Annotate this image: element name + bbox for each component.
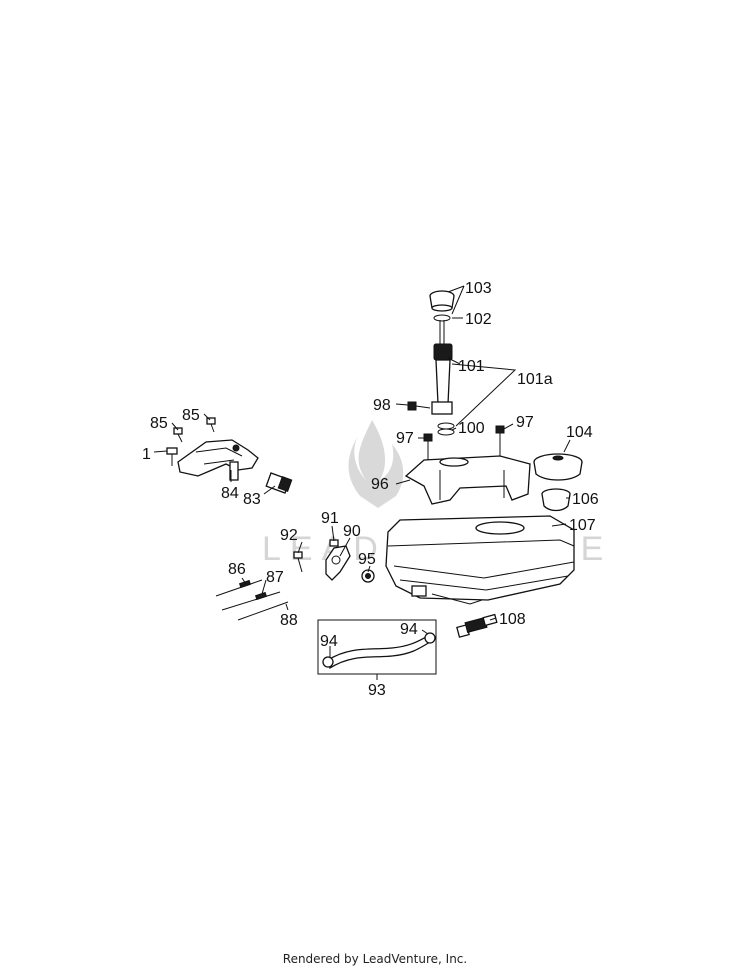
- throttle-control-assembly: [166, 417, 293, 494]
- fuel-strainer-part-106: [541, 488, 571, 512]
- label-part-92: 92: [280, 527, 298, 544]
- label-part-94-a: 94: [320, 633, 338, 650]
- label-part-101a: 101a: [517, 371, 553, 388]
- control-bracket-part-84: [177, 439, 259, 477]
- label-part-97-b: 97: [516, 414, 534, 431]
- screw-part-85-a: [173, 427, 183, 443]
- o-ring-part-102: [433, 314, 451, 322]
- flame-watermark-icon: [348, 420, 404, 508]
- governor-lever-assembly: [293, 539, 375, 583]
- fuel-tank-part-107: [385, 515, 575, 605]
- label-part-95: 95: [358, 551, 376, 568]
- label-part-83: 83: [243, 491, 261, 508]
- leader-lines: [153, 285, 571, 680]
- label-part-107: 107: [569, 517, 596, 534]
- label-part-97-a: 97: [396, 430, 414, 447]
- part-labels: 1 85 85 84 83 86 87 88 92 91 90 95 94 94…: [142, 280, 599, 699]
- label-part-84: 84: [221, 485, 239, 502]
- fuel-hose-assembly: [317, 619, 437, 675]
- label-part-90: 90: [343, 523, 361, 540]
- lever-part-90: [325, 545, 351, 581]
- hose-clamp-part-94-a: [322, 656, 334, 668]
- label-part-98: 98: [373, 397, 391, 414]
- fuel-valve-part-108: [456, 613, 498, 638]
- fill-tube-part-101: [435, 359, 451, 405]
- bolt-part-97-b: [495, 425, 505, 458]
- label-part-94-b: 94: [400, 621, 418, 638]
- gasket-part-100: [437, 422, 455, 430]
- label-part-96: 96: [371, 476, 389, 493]
- screw-part-85-b: [206, 417, 216, 433]
- label-part-108: 108: [499, 611, 526, 628]
- label-part-91: 91: [321, 510, 339, 527]
- fuel-hose-part-93: [327, 635, 431, 670]
- bolt-part-1: [166, 447, 178, 466]
- label-part-102: 102: [465, 311, 492, 328]
- label-part-106: 106: [572, 491, 599, 508]
- hose-clamp-part-94-b: [424, 632, 436, 644]
- cable-assembly: [215, 579, 289, 621]
- label-part-85-a: 85: [150, 415, 168, 432]
- oil-fill-tube-assembly: [429, 290, 455, 436]
- bolt-part-98: [407, 401, 431, 411]
- label-part-86: 86: [228, 561, 246, 578]
- label-part-103: 103: [465, 280, 492, 297]
- nut-part-95: [361, 569, 375, 583]
- label-part-1: 1: [142, 446, 151, 463]
- label-part-104: 104: [566, 424, 593, 441]
- footer-credit: Rendered by LeadVenture, Inc.: [282, 952, 468, 966]
- fuel-cap-part-104: [533, 453, 583, 481]
- label-part-88: 88: [280, 612, 298, 629]
- label-part-100: 100: [458, 420, 485, 437]
- label-part-87: 87: [266, 569, 284, 586]
- label-part-85-b: 85: [182, 407, 200, 424]
- tank-bracket-part-96: [404, 455, 531, 505]
- label-part-93: 93: [368, 682, 386, 699]
- label-part-101: 101: [458, 358, 485, 375]
